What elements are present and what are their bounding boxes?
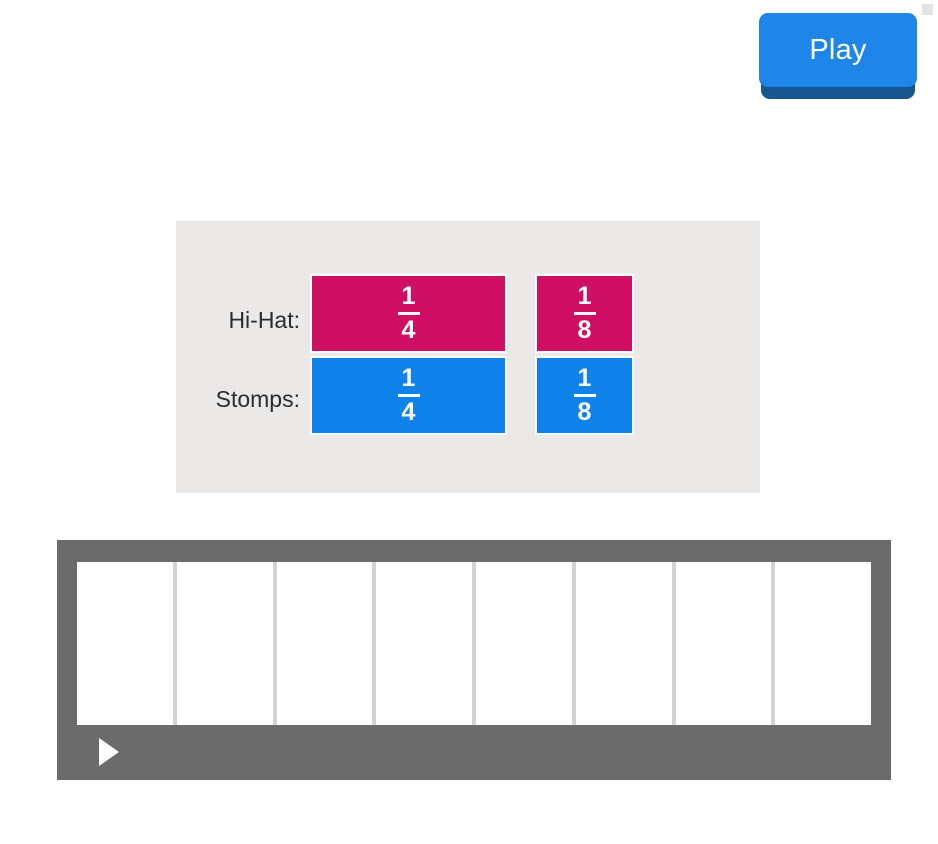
fraction-numerator: 1 <box>401 364 416 392</box>
sequencer-cell-7[interactable] <box>675 562 776 725</box>
tile-stomps-quarter[interactable]: 1 4 <box>310 356 507 435</box>
sequencer-cell-6[interactable] <box>575 562 676 725</box>
sequencer-cell-8[interactable] <box>775 562 871 725</box>
sequencer-cell-3[interactable] <box>276 562 377 725</box>
sequencer-controls <box>57 725 891 780</box>
fraction-bar <box>573 394 596 397</box>
fraction-denominator: 4 <box>401 398 416 426</box>
sequencer-cell-1[interactable] <box>77 562 177 725</box>
fraction-one-quarter: 1 4 <box>397 364 420 426</box>
play-button-group[interactable]: Play <box>759 13 917 99</box>
tile-stomps-eighth[interactable]: 1 8 <box>535 356 634 435</box>
fraction-bar <box>397 312 420 315</box>
corner-marker-icon <box>922 4 933 15</box>
fraction-numerator: 1 <box>577 364 592 392</box>
tile-hihat-quarter[interactable]: 1 4 <box>310 274 507 353</box>
tile-hihat-eighth[interactable]: 1 8 <box>535 274 634 353</box>
fraction-numerator: 1 <box>401 282 416 310</box>
play-triangle-icon[interactable] <box>99 738 119 766</box>
sequencer-track[interactable] <box>77 562 871 725</box>
fraction-one-quarter: 1 4 <box>397 282 420 344</box>
sequencer-cell-5[interactable] <box>476 562 576 725</box>
sequencer-cell-4[interactable] <box>376 562 476 725</box>
fraction-one-eighth: 1 8 <box>573 364 596 426</box>
fraction-palette-panel: Hi-Hat: Stomps: 1 4 1 8 1 4 1 8 <box>176 221 760 493</box>
fraction-bar <box>573 312 596 315</box>
palette-row-label-hihat: Hi-Hat: <box>228 307 300 333</box>
sequencer-cell-2[interactable] <box>176 562 277 725</box>
fraction-denominator: 4 <box>401 316 416 344</box>
fraction-denominator: 8 <box>577 316 592 344</box>
palette-row-label-stomps: Stomps: <box>215 386 300 412</box>
fraction-one-eighth: 1 8 <box>573 282 596 344</box>
fraction-bar <box>397 394 420 397</box>
play-button[interactable]: Play <box>759 13 917 87</box>
fraction-denominator: 8 <box>577 398 592 426</box>
fraction-numerator: 1 <box>577 282 592 310</box>
sequencer-panel <box>57 540 891 780</box>
